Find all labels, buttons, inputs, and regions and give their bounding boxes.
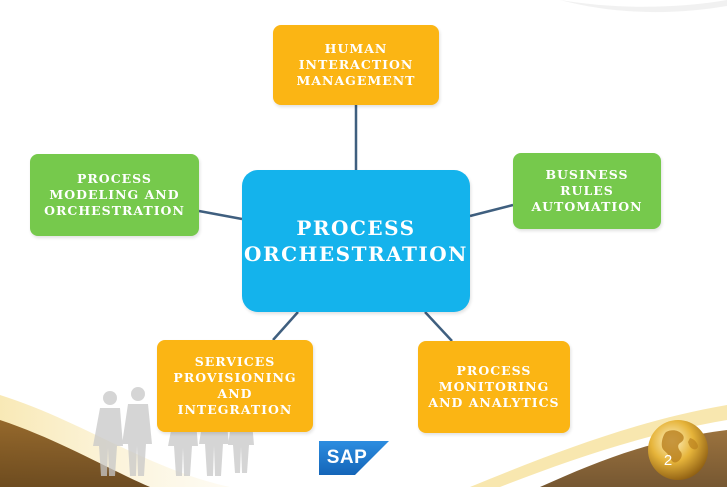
sap-logo-shape [319,441,389,475]
sap-logo-text: SAP [326,447,368,468]
node-business-rules-automation: BUSINESS RULES AUTOMATION [513,153,661,229]
node-services-provisioning-and-integration: SERVICES PROVISIONING AND INTEGRATION [157,340,313,432]
node-process-modeling-and-orchestration: PROCESS MODELING AND ORCHESTRATION [30,154,199,236]
node-label: BUSINESS RULES AUTOMATION [531,166,643,215]
node-human-interaction-management: HUMAN INTERACTION MANAGEMENT [273,25,439,105]
node-label: HUMAN INTERACTION MANAGEMENT [296,40,416,89]
sap-logo: SAP [319,441,389,475]
node-label: SERVICES PROVISIONING AND INTEGRATION [173,353,297,418]
node-label: PROCESS MONITORING AND ANALYTICS [428,362,560,411]
edge-center-modeling [198,209,243,221]
edge-center-rules [469,203,514,218]
edge-center-monitoring [424,311,453,342]
page-number: 2 [663,452,673,469]
node-label: PROCESS MODELING AND ORCHESTRATION [44,170,185,219]
node-process-orchestration-center: PROCESS ORCHESTRATION [242,170,470,312]
node-process-monitoring-and-analytics: PROCESS MONITORING AND ANALYTICS [418,341,570,433]
globe-icon [648,420,708,480]
edge-center-services [272,311,299,341]
center-label: PROCESS ORCHESTRATION [244,216,468,266]
